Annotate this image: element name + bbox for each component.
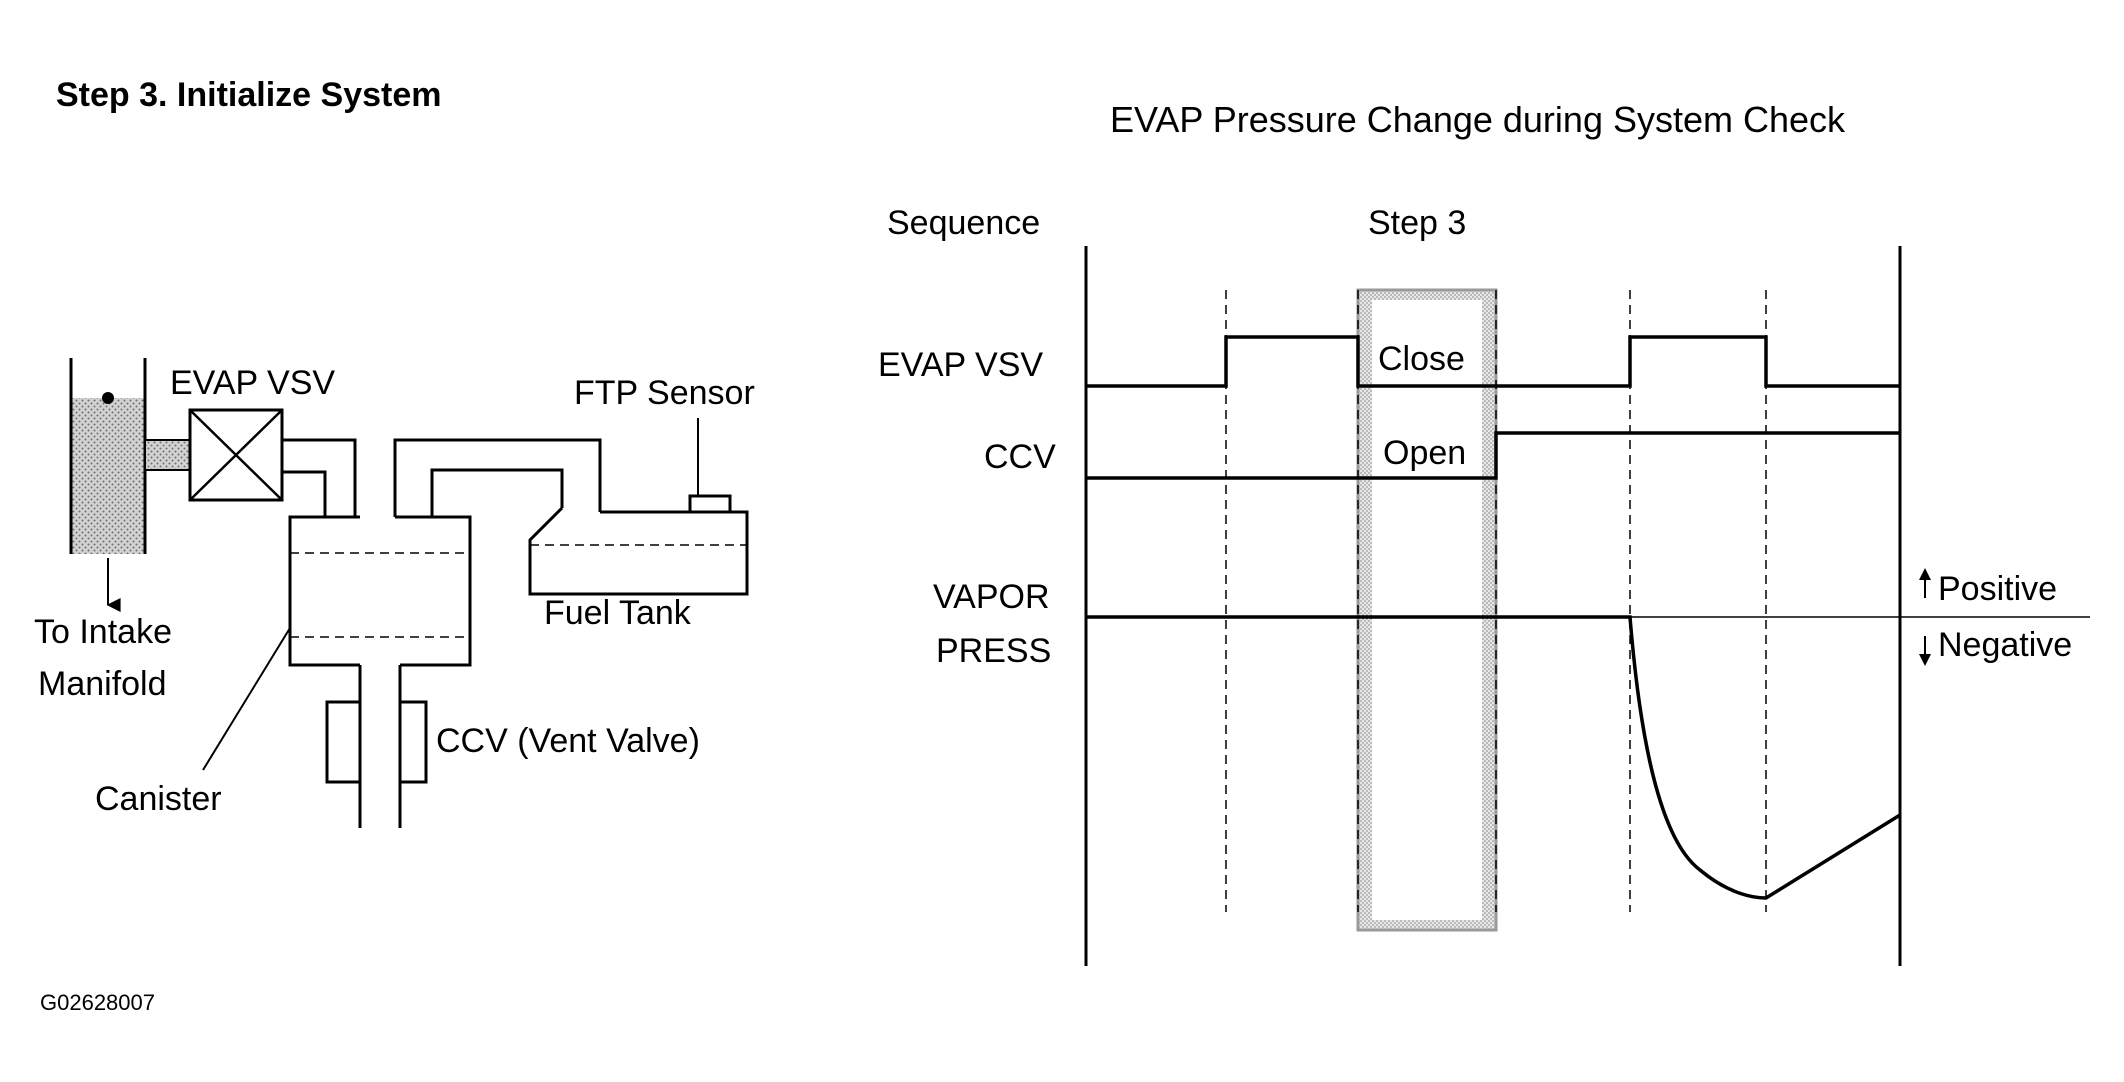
- to-intake-label: To Intake: [34, 613, 172, 651]
- canister-leader: [202, 627, 291, 771]
- manifold-label: Manifold: [38, 665, 167, 703]
- row-label-evap-vsv: EVAP VSV: [878, 346, 1043, 384]
- row-label-ccv: CCV: [984, 438, 1056, 476]
- evap-vsv-label: EVAP VSV: [170, 364, 335, 402]
- vsv-connector: [144, 439, 191, 471]
- evap-vsv-valve: [188, 408, 284, 502]
- close-label: Close: [1378, 340, 1465, 378]
- positive-label: Positive: [1938, 570, 2057, 608]
- evap-system-diagram: EVAP VSV FTP Sensor To Intake Manifold F…: [34, 358, 755, 828]
- fuel-tank-label: Fuel Tank: [544, 594, 692, 632]
- canister: [288, 515, 472, 667]
- intake-manifold-pipe: [69, 358, 147, 554]
- row-label-vapor: VAPOR: [933, 578, 1050, 616]
- ccv-vent-valve-label: CCV (Vent Valve): [436, 722, 700, 760]
- ccv-vent-valve: [325, 665, 428, 828]
- open-label: Open: [1383, 434, 1466, 472]
- vapor-piping: [282, 438, 602, 517]
- fuel-tank: [528, 418, 749, 596]
- negative-label: Negative: [1938, 626, 2072, 664]
- step3-highlight-inner: [1372, 300, 1482, 920]
- row-label-press: PRESS: [936, 632, 1051, 670]
- step-title: Step 3. Initialize System: [56, 76, 441, 114]
- vapor-pressure-trace: [1086, 615, 1901, 900]
- ftp-sensor: [688, 494, 732, 514]
- ccv-trace: [1086, 431, 1900, 480]
- sequence-label: Sequence: [887, 204, 1040, 242]
- evap-vsv-trace: [1086, 335, 1900, 388]
- pressure-direction-arrows: [1919, 568, 1931, 666]
- timing-chart: Sequence Step 3 EVAP VSV CCV VAPOR PRESS…: [878, 204, 2090, 966]
- phase-dividers: [1225, 290, 1767, 912]
- ftp-sensor-label: FTP Sensor: [574, 374, 755, 412]
- step-label: Step 3: [1368, 204, 1466, 242]
- figure-id: G02628007: [40, 990, 155, 1015]
- chart-title: EVAP Pressure Change during System Check: [1110, 99, 1846, 140]
- canister-label: Canister: [95, 780, 222, 818]
